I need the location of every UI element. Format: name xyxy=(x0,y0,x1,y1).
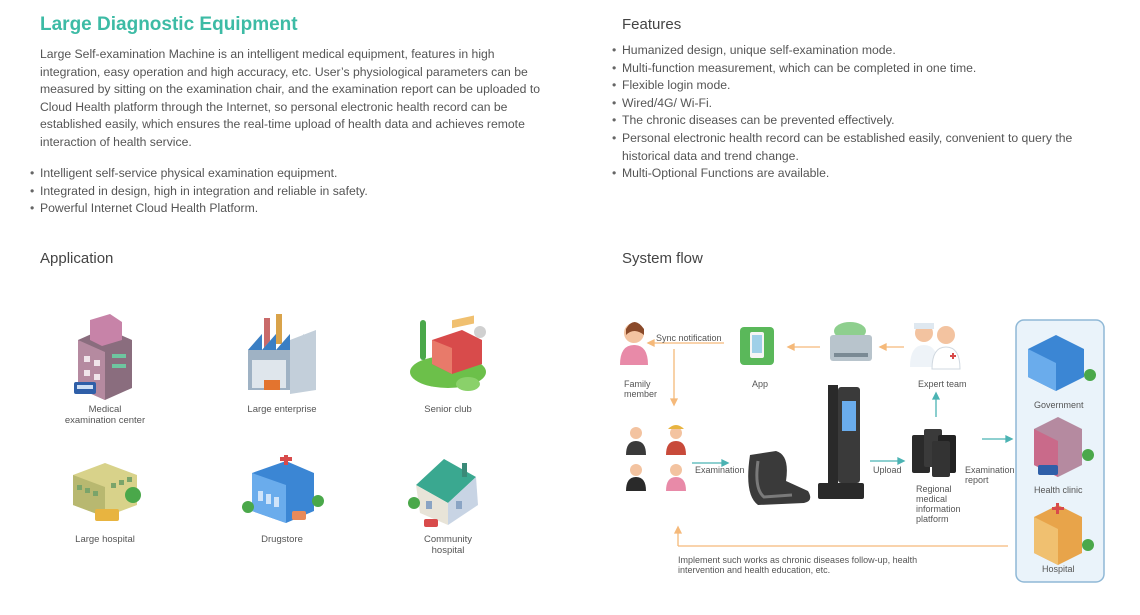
family-member-label: Family member xyxy=(624,379,658,399)
app-label: Medical examination center xyxy=(64,404,146,426)
golf-club-icon xyxy=(409,315,486,391)
list-item: Intelligent self-service physical examin… xyxy=(30,165,550,183)
list-item: Multi-Optional Functions are available. xyxy=(612,165,1092,183)
system-flow-diagram xyxy=(620,319,1105,583)
expert-team-icon xyxy=(910,323,961,370)
list-item: Wired/4G/ Wi-Fi. xyxy=(612,95,1092,113)
app-label: Large hospital xyxy=(75,534,135,545)
regional-platform-icon xyxy=(912,429,956,477)
app-item-senior-club: Senior club xyxy=(368,310,528,415)
flow-arrows-teal xyxy=(692,391,1014,468)
examination-report-label: Examination report xyxy=(965,465,1015,485)
hospital-label: Hospital xyxy=(1042,564,1075,574)
features-heading: Features xyxy=(622,16,682,33)
app-phone-icon xyxy=(740,327,774,365)
app-item-medical-center: Medical examination center xyxy=(25,310,185,426)
list-item: Personal electronic health record can be… xyxy=(612,130,1092,165)
flow-arrows-orange xyxy=(646,338,1008,547)
list-item: Powerful Internet Cloud Health Platform. xyxy=(30,200,550,218)
app-label: App xyxy=(752,379,769,389)
health-clinic-icon xyxy=(1034,417,1094,477)
expert-team-label: Expert team xyxy=(918,379,967,389)
app-label: Community hospital xyxy=(423,534,473,556)
list-item: Flexible login mode. xyxy=(612,77,1092,95)
medical-center-icon xyxy=(74,314,132,400)
app-label: Senior club xyxy=(424,404,472,415)
app-label: Drugstore xyxy=(261,534,303,545)
app-item-community-hospital: Community hospital xyxy=(368,455,528,556)
regional-platform-label: Regional medical information platform xyxy=(916,484,961,524)
app-item-drugstore: Drugstore xyxy=(202,455,362,545)
app-label: Large enterprise xyxy=(247,404,317,415)
examination-machine-icon xyxy=(748,385,864,505)
app-item-large-enterprise: Large enterprise xyxy=(202,310,362,415)
list-item: Humanized design, unique self-examinatio… xyxy=(612,42,1092,60)
page-title: Large Diagnostic Equipment xyxy=(40,14,298,35)
government-label: Government xyxy=(1034,400,1084,410)
application-heading: Application xyxy=(40,250,114,267)
system-flow-heading: System flow xyxy=(622,250,703,267)
intro-paragraph: Large Self-examination Machine is an int… xyxy=(40,47,541,149)
list-item: The chronic diseases can be prevented ef… xyxy=(612,112,1092,130)
list-item: Integrated in design, high in integratio… xyxy=(30,183,550,201)
features-list: Humanized design, unique self-examinatio… xyxy=(612,42,1092,183)
app-item-large-hospital: Large hospital xyxy=(25,455,185,545)
users-group-icon xyxy=(626,425,686,491)
upload-label: Upload xyxy=(873,465,902,475)
sync-notification-label: Sync notification xyxy=(656,333,722,343)
hospital-building-icon xyxy=(1034,503,1094,565)
government-icon xyxy=(1028,335,1096,391)
factory-icon xyxy=(248,314,316,394)
community-hospital-icon xyxy=(407,459,478,527)
intro-bullet-list: Intelligent self-service physical examin… xyxy=(30,165,550,218)
server-icon xyxy=(830,322,872,361)
hospital-icon xyxy=(73,463,141,521)
list-item: Multi-function measurement, which can be… xyxy=(612,60,1092,78)
bottom-note-label: Implement such works as chronic diseases… xyxy=(678,555,918,575)
examination-label: Examination xyxy=(695,465,745,475)
drugstore-icon xyxy=(241,455,324,523)
family-member-icon xyxy=(620,322,648,365)
health-clinic-label: Health clinic xyxy=(1034,485,1083,495)
